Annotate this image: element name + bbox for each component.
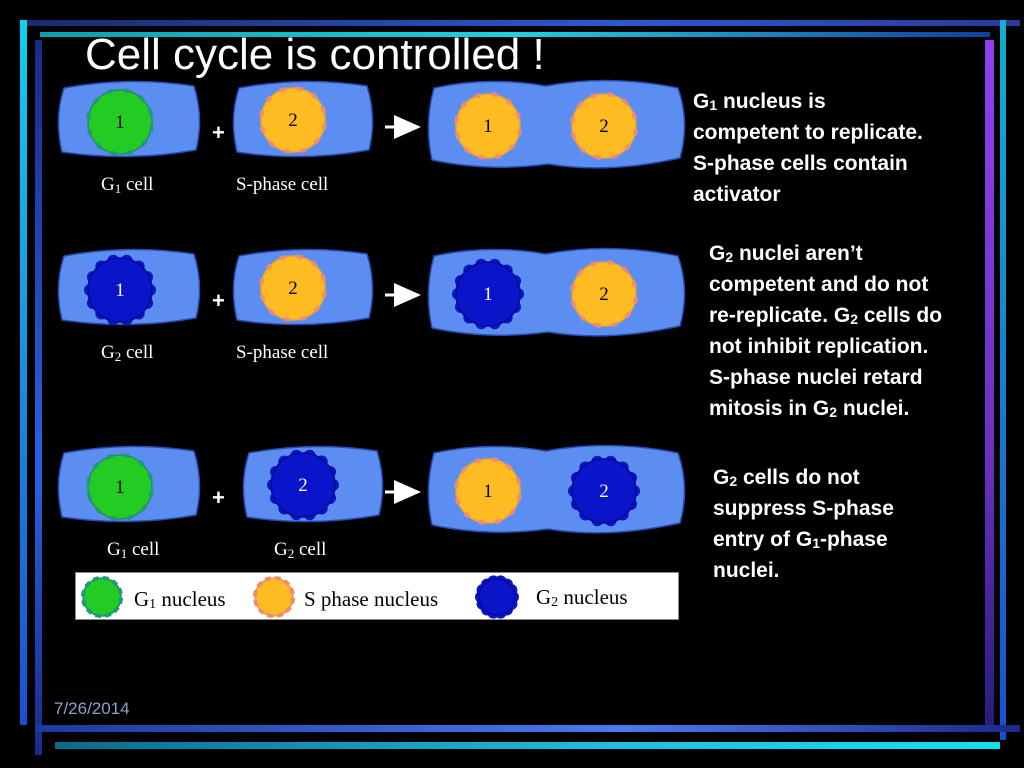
fusion-row: 1 2 +1 2 G1 cell S-phase cell xyxy=(57,79,686,196)
fused-nucleus-right: 2 xyxy=(570,260,638,328)
right-nucleus: 2 xyxy=(259,254,327,322)
nucleus-number: 1 xyxy=(483,116,493,137)
frame-bar-top-inner xyxy=(40,32,990,37)
description-line: not inhibit replication. xyxy=(709,335,929,358)
left-nucleus: 1 xyxy=(84,254,156,326)
plus-sign: + xyxy=(212,485,225,510)
fused-nucleus-right: 2 xyxy=(568,455,640,527)
frame-bar-left xyxy=(20,20,27,725)
fused-nucleus-right: 2 xyxy=(570,92,638,160)
plus-sign: + xyxy=(212,288,225,313)
right-cell-label: S-phase cell xyxy=(236,174,328,195)
description-line: G1 nucleus is xyxy=(693,90,826,113)
legend: G1 nucleus S phase nucleus G2 nucleus xyxy=(75,572,679,620)
nucleus-number: 2 xyxy=(599,481,609,502)
description-line: activator xyxy=(693,183,781,206)
slide-date: 7/26/2014 xyxy=(54,699,130,718)
frame-bar-right xyxy=(985,40,994,730)
nucleus-number: 1 xyxy=(115,477,125,498)
description-line: mitosis in G2 nuclei. xyxy=(709,397,910,420)
fusion-row: 1 2 +1 2 G2 cell S-phase cell xyxy=(57,247,686,364)
row3-description: G2 cells do not suppress S-phase entry o… xyxy=(713,462,894,586)
description-line: competent and do not xyxy=(709,273,929,296)
frame-bar-bottom xyxy=(35,725,1020,732)
right-cell-label: S-phase cell xyxy=(236,342,328,363)
frame-bar-bottom-inner xyxy=(55,742,1000,749)
legend-s-swatch xyxy=(252,575,296,619)
nucleus-number: 1 xyxy=(483,284,493,305)
legend-s-label: S phase nucleus xyxy=(304,587,439,611)
left-cell-label: G1 cell xyxy=(107,539,159,561)
fused-nucleus-left: 1 xyxy=(452,258,524,330)
row1-description: G1 nucleus is competent to replicate. S-… xyxy=(693,86,923,210)
description-line: G2 nuclei aren’t xyxy=(709,242,863,265)
description-line: suppress S-phase xyxy=(713,497,894,520)
nucleus-number: 1 xyxy=(483,481,493,502)
left-cell-label: G2 cell xyxy=(101,342,153,364)
legend-g2-swatch xyxy=(475,575,519,619)
legend-g2-label: G2 nucleus xyxy=(536,585,628,610)
plus-sign: + xyxy=(212,120,225,145)
frame-bar-right-outer xyxy=(1000,20,1006,740)
legend-g1-swatch xyxy=(80,575,124,619)
nucleus-number: 2 xyxy=(288,110,298,131)
left-cell-label: G1 cell xyxy=(101,174,153,196)
description-line: nuclei. xyxy=(713,559,780,582)
description-line: entry of G1-phase xyxy=(713,528,888,551)
left-nucleus: 1 xyxy=(86,88,154,156)
right-cell-label: G2 cell xyxy=(274,539,326,561)
legend-swatches xyxy=(80,575,519,619)
nucleus-number: 1 xyxy=(115,280,125,301)
legend-g1-label: G1 nucleus xyxy=(134,587,226,612)
nucleus-number: 2 xyxy=(599,284,609,305)
description-line: S-phase nuclei retard xyxy=(709,366,923,389)
nucleus-number: 2 xyxy=(298,475,308,496)
nucleus-number: 2 xyxy=(599,116,609,137)
slide-title: Cell cycle is controlled ! xyxy=(85,30,545,79)
nucleus-number: 2 xyxy=(288,278,298,299)
description-line: G2 cells do not xyxy=(713,466,860,489)
description-line: re-replicate. G2 cells do xyxy=(709,304,943,327)
description-line: competent to replicate. xyxy=(693,121,923,144)
right-nucleus: 2 xyxy=(259,86,327,154)
description-line: S-phase cells contain xyxy=(693,152,908,175)
frame-bar-top xyxy=(20,20,1020,26)
right-nucleus: 2 xyxy=(267,449,339,521)
nucleus-number: 1 xyxy=(115,112,125,133)
fused-nucleus-left: 1 xyxy=(454,92,522,160)
fusion-row: 1 2 +1 2 G1 cell G2 cell xyxy=(57,444,686,561)
frame-bar-left-inner xyxy=(35,40,42,755)
row2-description: G2 nuclei aren’t competent and do not re… xyxy=(709,238,942,424)
left-nucleus: 1 xyxy=(86,453,154,521)
fused-nucleus-left: 1 xyxy=(454,457,522,525)
